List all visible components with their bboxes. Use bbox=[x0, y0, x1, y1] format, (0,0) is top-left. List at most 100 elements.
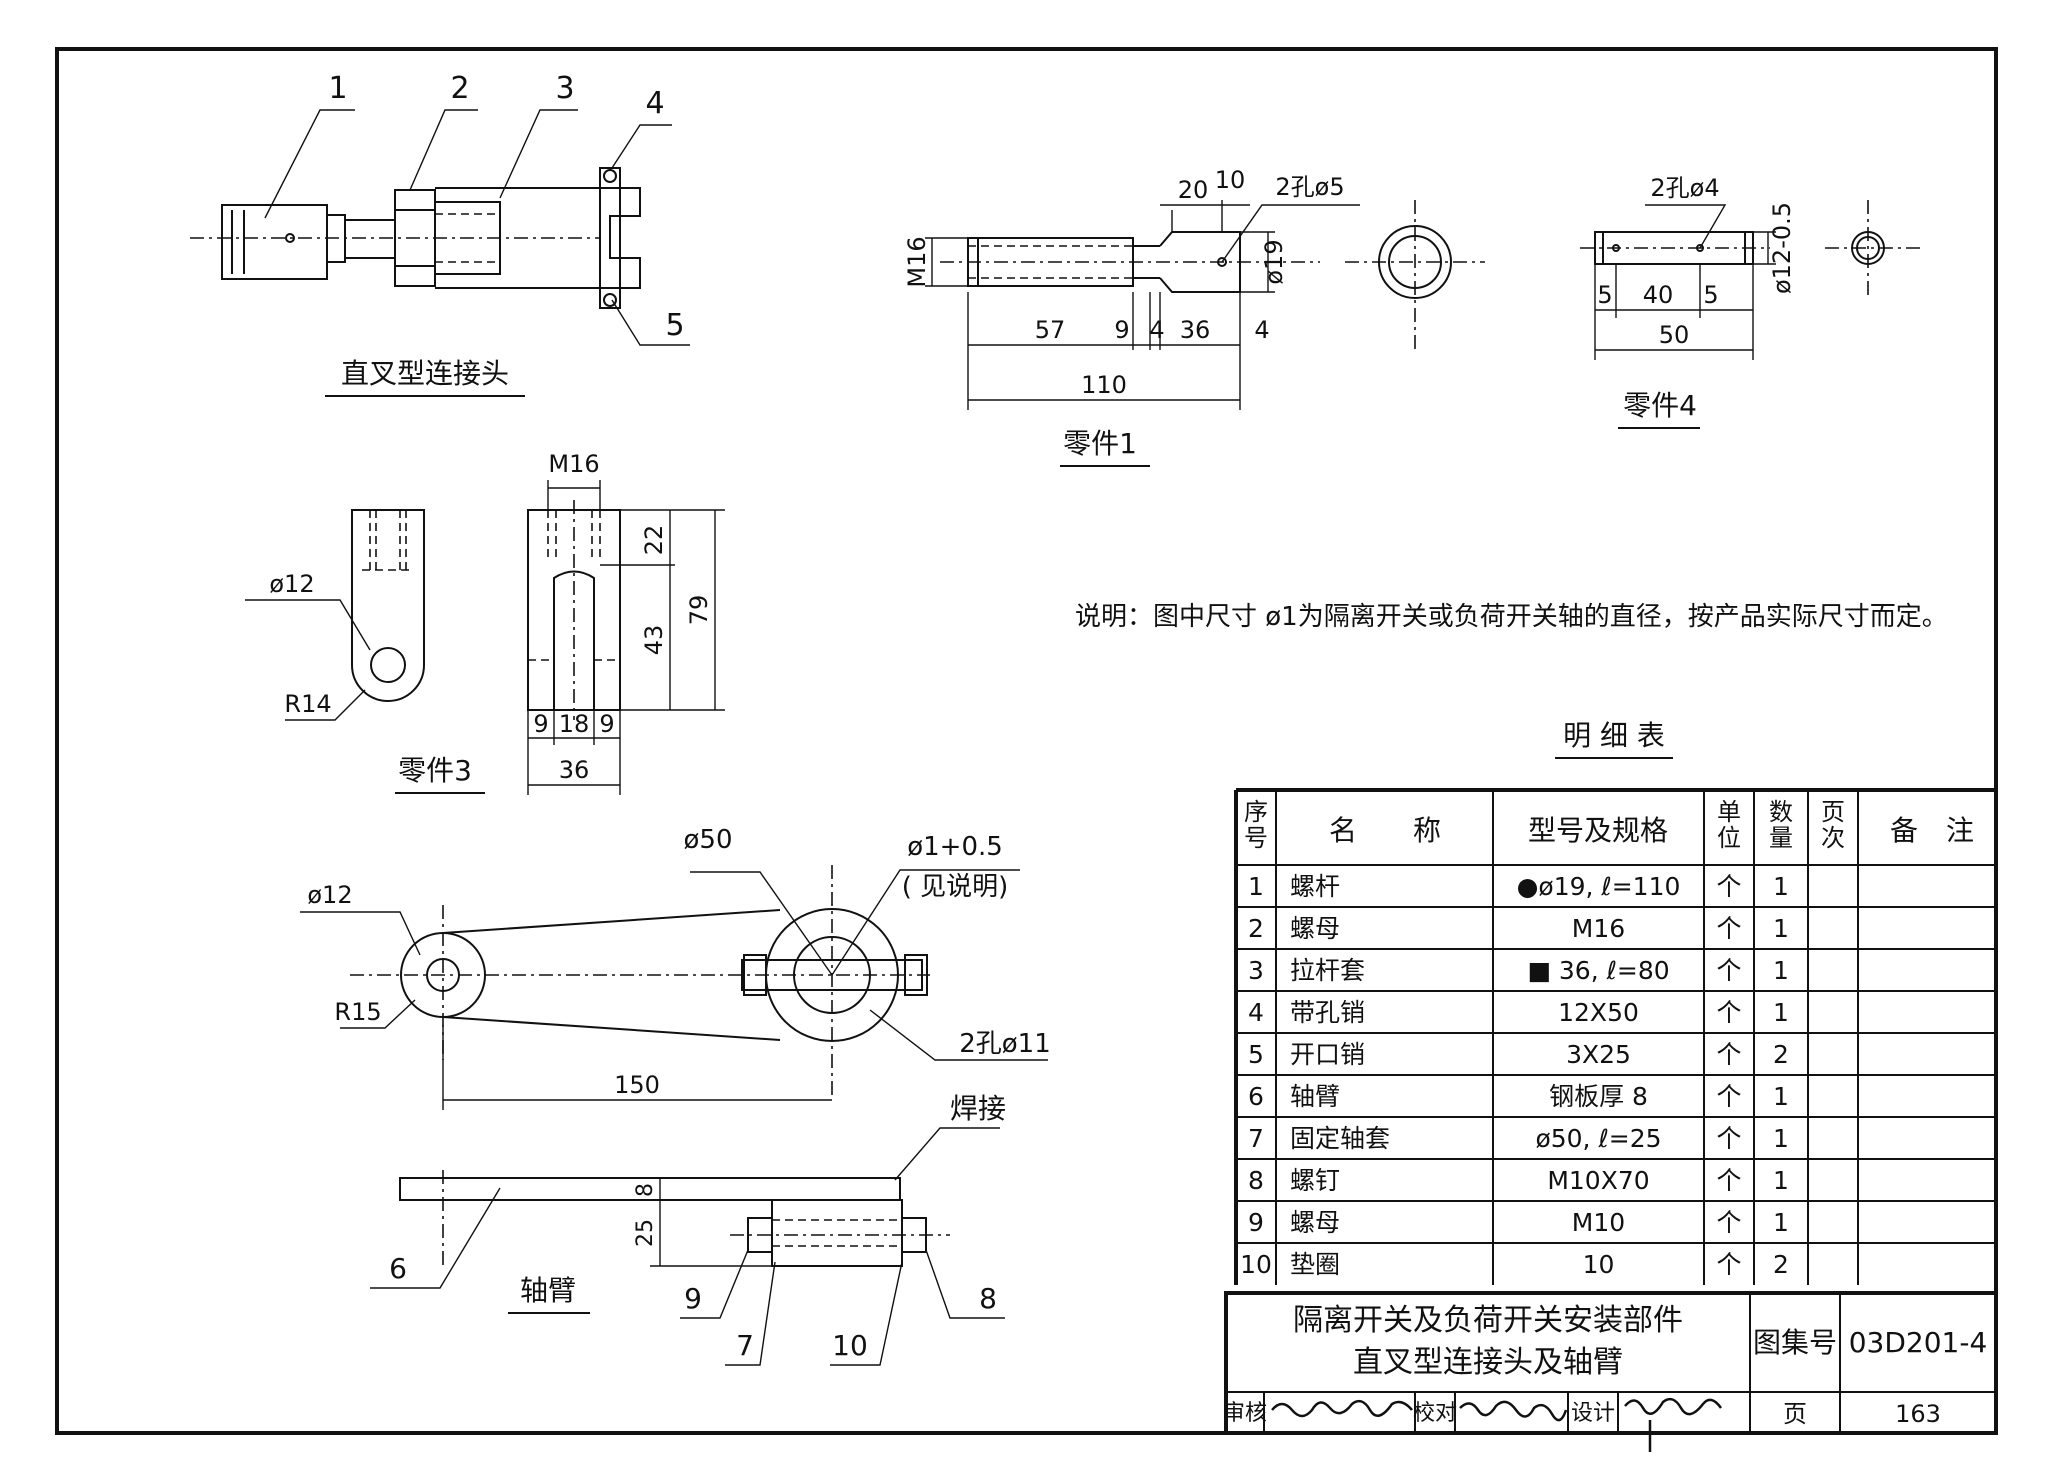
part3-dim-79: 79 bbox=[685, 595, 713, 626]
part1-thread: M16 bbox=[903, 236, 931, 287]
bom-header-remark: 备 注 bbox=[1890, 814, 1974, 847]
bom-cell-no: 3 bbox=[1248, 956, 1264, 985]
bom-cell-qty: 2 bbox=[1773, 1040, 1789, 1069]
bom-cell-unit: 个 bbox=[1716, 1250, 1741, 1279]
page-label: 页 bbox=[1783, 1400, 1807, 1428]
arm-weld: 焊接 bbox=[950, 1092, 1006, 1125]
assembly-callout-3: 3 bbox=[555, 71, 574, 106]
bom-cell-spec: ■ 36, ℓ=80 bbox=[1527, 956, 1669, 985]
bom-cell-qty: 1 bbox=[1773, 872, 1789, 901]
arm-dim-150: 150 bbox=[614, 1071, 660, 1099]
bom-header-qty: 数量 bbox=[1769, 798, 1793, 852]
bom-cell-unit: 个 bbox=[1716, 998, 1741, 1027]
part4-dim-5a: 5 bbox=[1597, 281, 1612, 309]
arm-collar: ø50 bbox=[684, 825, 733, 855]
check-label: 校对 bbox=[1413, 1401, 1457, 1426]
title-block bbox=[1224, 1291, 1998, 1452]
bom-cell-name: 带孔销 bbox=[1290, 998, 1365, 1027]
part1-dim-36: 36 bbox=[1180, 316, 1211, 344]
arm-callout-6: 6 bbox=[389, 1252, 407, 1285]
bom-cell-unit: 个 bbox=[1716, 1040, 1741, 1069]
part1-dim-57: 57 bbox=[1035, 316, 1066, 344]
part1-view bbox=[925, 200, 1485, 410]
bom-cell-spec: ø50, ℓ=25 bbox=[1535, 1124, 1661, 1153]
title-line2: 直叉型连接头及轴臂 bbox=[1353, 1345, 1623, 1380]
bom-cell-name: 拉杆套 bbox=[1290, 956, 1365, 985]
atlas-number: 03D201-4 bbox=[1849, 1326, 1988, 1359]
bom-cell-spec: 10 bbox=[1583, 1250, 1615, 1279]
bom-cell-unit: 个 bbox=[1716, 1124, 1741, 1153]
arm-side-view bbox=[370, 1127, 1005, 1366]
bom-cell-no: 2 bbox=[1248, 914, 1264, 943]
bom-cell-name: 垫圈 bbox=[1290, 1250, 1340, 1279]
bom-cell-unit: 个 bbox=[1716, 1166, 1741, 1195]
bom-header-unit: 单位 bbox=[1717, 798, 1741, 852]
part3-dim-36: 36 bbox=[559, 756, 590, 784]
page-number: 163 bbox=[1895, 1400, 1941, 1428]
assembly-title: 直叉型连接头 bbox=[341, 357, 509, 390]
bom-cell-name: 螺杆 bbox=[1290, 872, 1340, 901]
part1-dim-20: 20 bbox=[1178, 176, 1209, 204]
part4-dia: ø12-0.5 bbox=[1768, 202, 1796, 294]
review-signature bbox=[1271, 1399, 1413, 1418]
part1-dim-4b: 4 bbox=[1254, 316, 1269, 344]
bom-cell-spec: M10X70 bbox=[1547, 1166, 1649, 1195]
part3-dim-9b: 9 bbox=[599, 710, 614, 738]
bom-cell-spec: M16 bbox=[1572, 914, 1625, 943]
arm-shaft-note: ( 见说明) bbox=[902, 872, 1009, 902]
assembly-view bbox=[190, 109, 690, 346]
part1-dia: ø19 bbox=[1260, 239, 1288, 284]
bom-cell-qty: 1 bbox=[1773, 956, 1789, 985]
assembly-callout-5: 5 bbox=[665, 308, 684, 343]
design-signature bbox=[1624, 1397, 1723, 1452]
bom-table-grid bbox=[1234, 788, 1998, 1285]
arm-radius: R15 bbox=[334, 998, 381, 1026]
bom-cell-spec: M10 bbox=[1572, 1208, 1625, 1237]
bom-header-name: 名 称 bbox=[1329, 814, 1441, 847]
arm-callout-9: 9 bbox=[684, 1282, 702, 1315]
bom-cell-unit: 个 bbox=[1716, 1082, 1741, 1111]
bom-cell-unit: 个 bbox=[1716, 956, 1741, 985]
bom-header-page: 页次 bbox=[1821, 798, 1845, 852]
arm-dim-8: 8 bbox=[633, 1183, 658, 1197]
part4-dim-5b: 5 bbox=[1703, 281, 1718, 309]
bom-cell-no: 4 bbox=[1248, 998, 1264, 1027]
bom-cell-unit: 个 bbox=[1716, 872, 1741, 901]
bom-cell-qty: 1 bbox=[1773, 1124, 1789, 1153]
part1-title: 零件1 bbox=[1063, 427, 1137, 460]
part3-dim-18: 18 bbox=[559, 710, 590, 738]
arm-shaft: ø1+0.5 bbox=[907, 832, 1003, 862]
review-label: 审核 bbox=[1223, 1401, 1267, 1426]
bom-cell-no: 6 bbox=[1248, 1082, 1264, 1111]
part1-dim-10: 10 bbox=[1215, 166, 1246, 194]
check-signature bbox=[1459, 1400, 1568, 1422]
part3-dim-43: 43 bbox=[640, 625, 668, 656]
arm-dim-25: 25 bbox=[633, 1219, 658, 1247]
arm-hole: ø12 bbox=[307, 881, 352, 909]
bom-cell-qty: 1 bbox=[1773, 1166, 1789, 1195]
bom-cell-name: 螺母 bbox=[1290, 914, 1340, 943]
arm-callout-10: 10 bbox=[832, 1329, 868, 1362]
bom-cell-spec: 钢板厚 8 bbox=[1549, 1082, 1648, 1111]
bom-cell-spec: ●ø19, ℓ=110 bbox=[1517, 872, 1681, 901]
bom-cell-no: 8 bbox=[1248, 1166, 1264, 1195]
part4-title: 零件4 bbox=[1623, 389, 1697, 422]
bom-cell-name: 轴臂 bbox=[1290, 1082, 1340, 1111]
bom-cell-unit: 个 bbox=[1716, 1208, 1741, 1237]
bom-cell-no: 5 bbox=[1248, 1040, 1264, 1069]
bom-cell-unit: 个 bbox=[1716, 914, 1741, 943]
arm-bolt-holes: 2孔ø11 bbox=[959, 1029, 1051, 1059]
part1-dim-9: 9 bbox=[1114, 316, 1129, 344]
part3-thread: M16 bbox=[548, 450, 599, 478]
part4-view bbox=[1580, 200, 1920, 360]
bom-cell-no: 9 bbox=[1248, 1208, 1264, 1237]
bom-cell-qty: 1 bbox=[1773, 1208, 1789, 1237]
part3-radius: R14 bbox=[284, 690, 331, 718]
bom-cell-qty: 1 bbox=[1773, 998, 1789, 1027]
assembly-callout-4: 4 bbox=[645, 86, 664, 121]
title-line1: 隔离开关及负荷开关安装部件 bbox=[1293, 1303, 1683, 1338]
drawing-note: 说明：图中尺寸 ø1为隔离开关或负荷开关轴的直径，按产品实际尺寸而定。 bbox=[1075, 602, 1948, 632]
bom-cell-name: 开口销 bbox=[1290, 1040, 1365, 1069]
part3-hole: ø12 bbox=[269, 570, 314, 598]
